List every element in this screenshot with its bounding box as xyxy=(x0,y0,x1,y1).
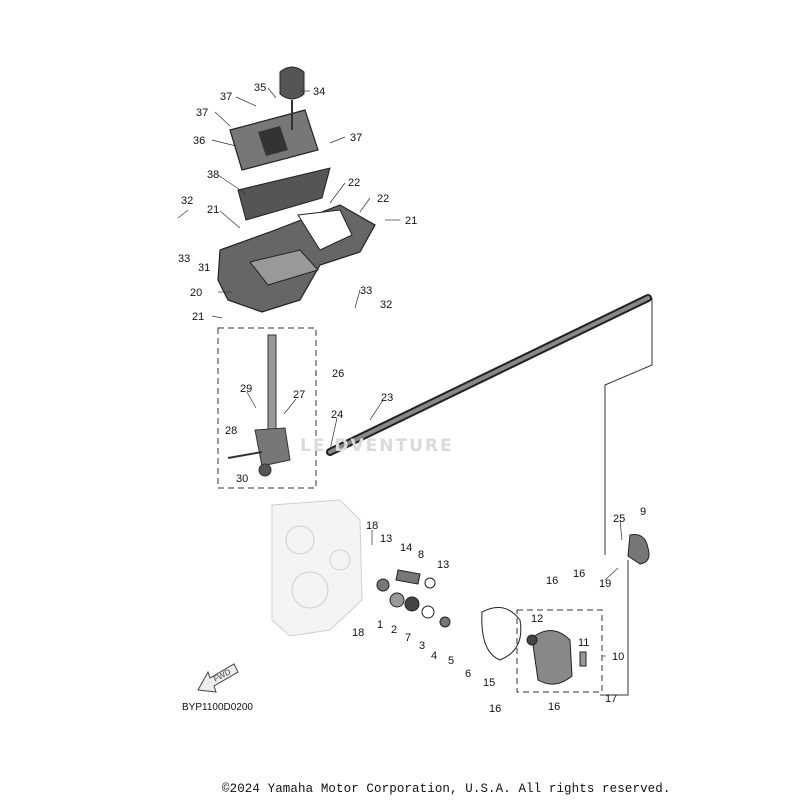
label-4: 4 xyxy=(431,650,437,662)
label-7: 7 xyxy=(405,632,411,644)
label-21a: 21 xyxy=(207,204,219,216)
gate-cover-plate xyxy=(237,167,331,221)
label-22b: 22 xyxy=(377,193,389,205)
forward-arrow-icon xyxy=(197,663,239,693)
label-38: 38 xyxy=(207,169,219,181)
label-12: 12 xyxy=(531,613,543,625)
part-number-labels: 1 2 3 4 5 6 7 8 9 10 11 12 13 13 14 15 1… xyxy=(178,82,646,715)
label-34: 34 xyxy=(313,86,325,98)
label-22a: 22 xyxy=(348,177,360,189)
watermark: LE DVENTURE xyxy=(300,436,454,456)
label-29: 29 xyxy=(240,383,252,395)
label-13a: 13 xyxy=(380,533,392,545)
label-20: 20 xyxy=(190,287,202,299)
label-11: 11 xyxy=(578,637,589,649)
label-16d: 16 xyxy=(548,701,560,713)
label-18a: 18 xyxy=(366,520,378,532)
label-26: 26 xyxy=(332,368,344,380)
leader-lines xyxy=(177,87,623,657)
label-24: 24 xyxy=(331,409,343,421)
shift-panel xyxy=(229,109,319,171)
label-23: 23 xyxy=(381,392,393,404)
transmission-linkage-parts xyxy=(376,534,650,685)
shift-linkage xyxy=(227,334,291,477)
label-17: 17 xyxy=(605,693,617,705)
group-box-26 xyxy=(217,327,317,489)
label-33b: 33 xyxy=(360,285,372,297)
label-18b: 18 xyxy=(352,627,364,639)
label-30: 30 xyxy=(236,473,248,485)
label-27: 27 xyxy=(293,389,305,401)
label-8: 8 xyxy=(418,549,424,561)
label-21b: 21 xyxy=(405,215,417,227)
label-37a: 37 xyxy=(220,91,232,103)
group-box-10 xyxy=(516,609,603,693)
label-25: 25 xyxy=(613,513,625,525)
figure-code: BYP1100D0200 xyxy=(182,702,253,713)
label-1: 1 xyxy=(377,619,383,631)
label-16a: 16 xyxy=(546,575,558,587)
copyright-notice: ©2024 Yamaha Motor Corporation, U.S.A. A… xyxy=(222,782,671,796)
label-16c: 16 xyxy=(489,703,501,715)
shift-rod xyxy=(326,294,652,456)
label-33a: 33 xyxy=(178,253,190,265)
label-9: 9 xyxy=(640,506,646,518)
label-6: 6 xyxy=(465,668,471,680)
shift-knob xyxy=(279,66,305,130)
label-21c: 21 xyxy=(192,311,204,323)
label-15: 15 xyxy=(483,677,495,689)
engine-case-outline xyxy=(271,499,363,637)
label-2: 2 xyxy=(391,624,397,636)
label-35: 35 xyxy=(254,82,266,94)
rod-route-lines xyxy=(600,298,653,696)
label-10: 10 xyxy=(612,651,624,663)
label-5: 5 xyxy=(448,655,454,667)
label-3: 3 xyxy=(419,640,425,652)
shift-lever-bracket xyxy=(217,204,376,313)
label-19: 19 xyxy=(599,578,611,590)
label-16b: 16 xyxy=(573,568,585,580)
label-14: 14 xyxy=(400,542,412,554)
label-36: 36 xyxy=(193,135,205,147)
label-32a: 32 xyxy=(181,195,193,207)
label-37b: 37 xyxy=(196,107,208,119)
label-28: 28 xyxy=(225,425,237,437)
label-13b: 13 xyxy=(437,559,449,571)
label-31: 31 xyxy=(198,262,210,274)
label-32b: 32 xyxy=(380,299,392,311)
label-37c: 37 xyxy=(350,132,362,144)
